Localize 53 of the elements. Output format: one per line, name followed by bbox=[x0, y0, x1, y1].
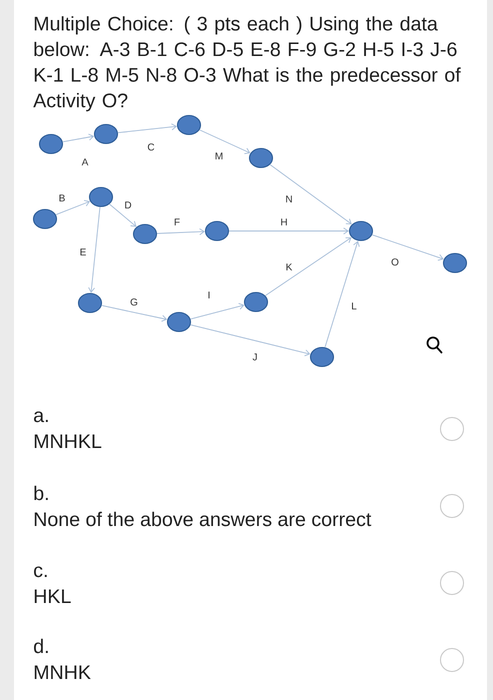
arrow bbox=[55, 200, 90, 216]
edge-label: O bbox=[392, 258, 398, 266]
event-circle bbox=[132, 224, 158, 244]
edge-label: J bbox=[252, 354, 257, 360]
event-circle bbox=[94, 124, 118, 144]
option-text: None of the above answers are correct bbox=[34, 512, 372, 526]
arrow bbox=[118, 123, 178, 134]
event-circle bbox=[88, 186, 114, 208]
edge-label: G bbox=[130, 298, 138, 306]
arrow bbox=[264, 237, 352, 296]
edge-label: F bbox=[174, 218, 180, 226]
arrow bbox=[88, 206, 100, 293]
option-letter: a. bbox=[34, 411, 48, 422]
arrow bbox=[228, 228, 349, 234]
option-letter: d. bbox=[34, 638, 48, 654]
edge-label: A bbox=[82, 158, 88, 166]
option-text: HKL bbox=[34, 590, 71, 603]
edge-label: D bbox=[125, 202, 132, 208]
edge-label: M bbox=[216, 152, 222, 160]
event-circle bbox=[176, 114, 202, 136]
option-letter: c. bbox=[34, 566, 47, 578]
event-circle bbox=[204, 220, 230, 242]
arrow bbox=[62, 134, 94, 142]
event-circle bbox=[248, 148, 274, 168]
edge-label: N bbox=[286, 196, 292, 202]
arrow bbox=[372, 234, 444, 261]
arrow bbox=[101, 305, 168, 322]
edge-label: C bbox=[148, 143, 154, 151]
edge-label: B bbox=[60, 194, 65, 202]
event-circle bbox=[78, 292, 102, 314]
arrow bbox=[109, 204, 137, 227]
event-circle bbox=[166, 312, 192, 332]
arrow bbox=[190, 324, 310, 356]
edge-label: L bbox=[352, 302, 356, 310]
arrow bbox=[156, 228, 205, 236]
arrow bbox=[270, 164, 352, 224]
option-letter: b. bbox=[34, 486, 48, 500]
event-circle bbox=[348, 220, 374, 242]
edge-label: I bbox=[208, 292, 210, 298]
arrow bbox=[190, 302, 244, 320]
edge-label: H bbox=[281, 218, 287, 226]
option-text: MNHK bbox=[34, 666, 91, 679]
edge-label: K bbox=[286, 264, 292, 270]
arrow bbox=[199, 129, 250, 154]
option-text: MNHKL bbox=[34, 434, 102, 448]
event-circle bbox=[38, 134, 64, 154]
edge-label: E bbox=[80, 248, 86, 256]
event-circle bbox=[32, 208, 58, 230]
question-text: Multiple Choice: ( 3 pts each ) Using the data below: A-3 B-1 C-6 D-5 E-8 F-9 G-2 H-5 I-3 J-6 K-1 L-8 M-5 N-8 O-3 What is the predecessor of Activity O? bbox=[33, 16, 461, 112]
event-circle bbox=[310, 346, 334, 368]
event-circle bbox=[244, 292, 268, 312]
event-circle bbox=[442, 252, 468, 274]
arrow bbox=[324, 240, 360, 348]
